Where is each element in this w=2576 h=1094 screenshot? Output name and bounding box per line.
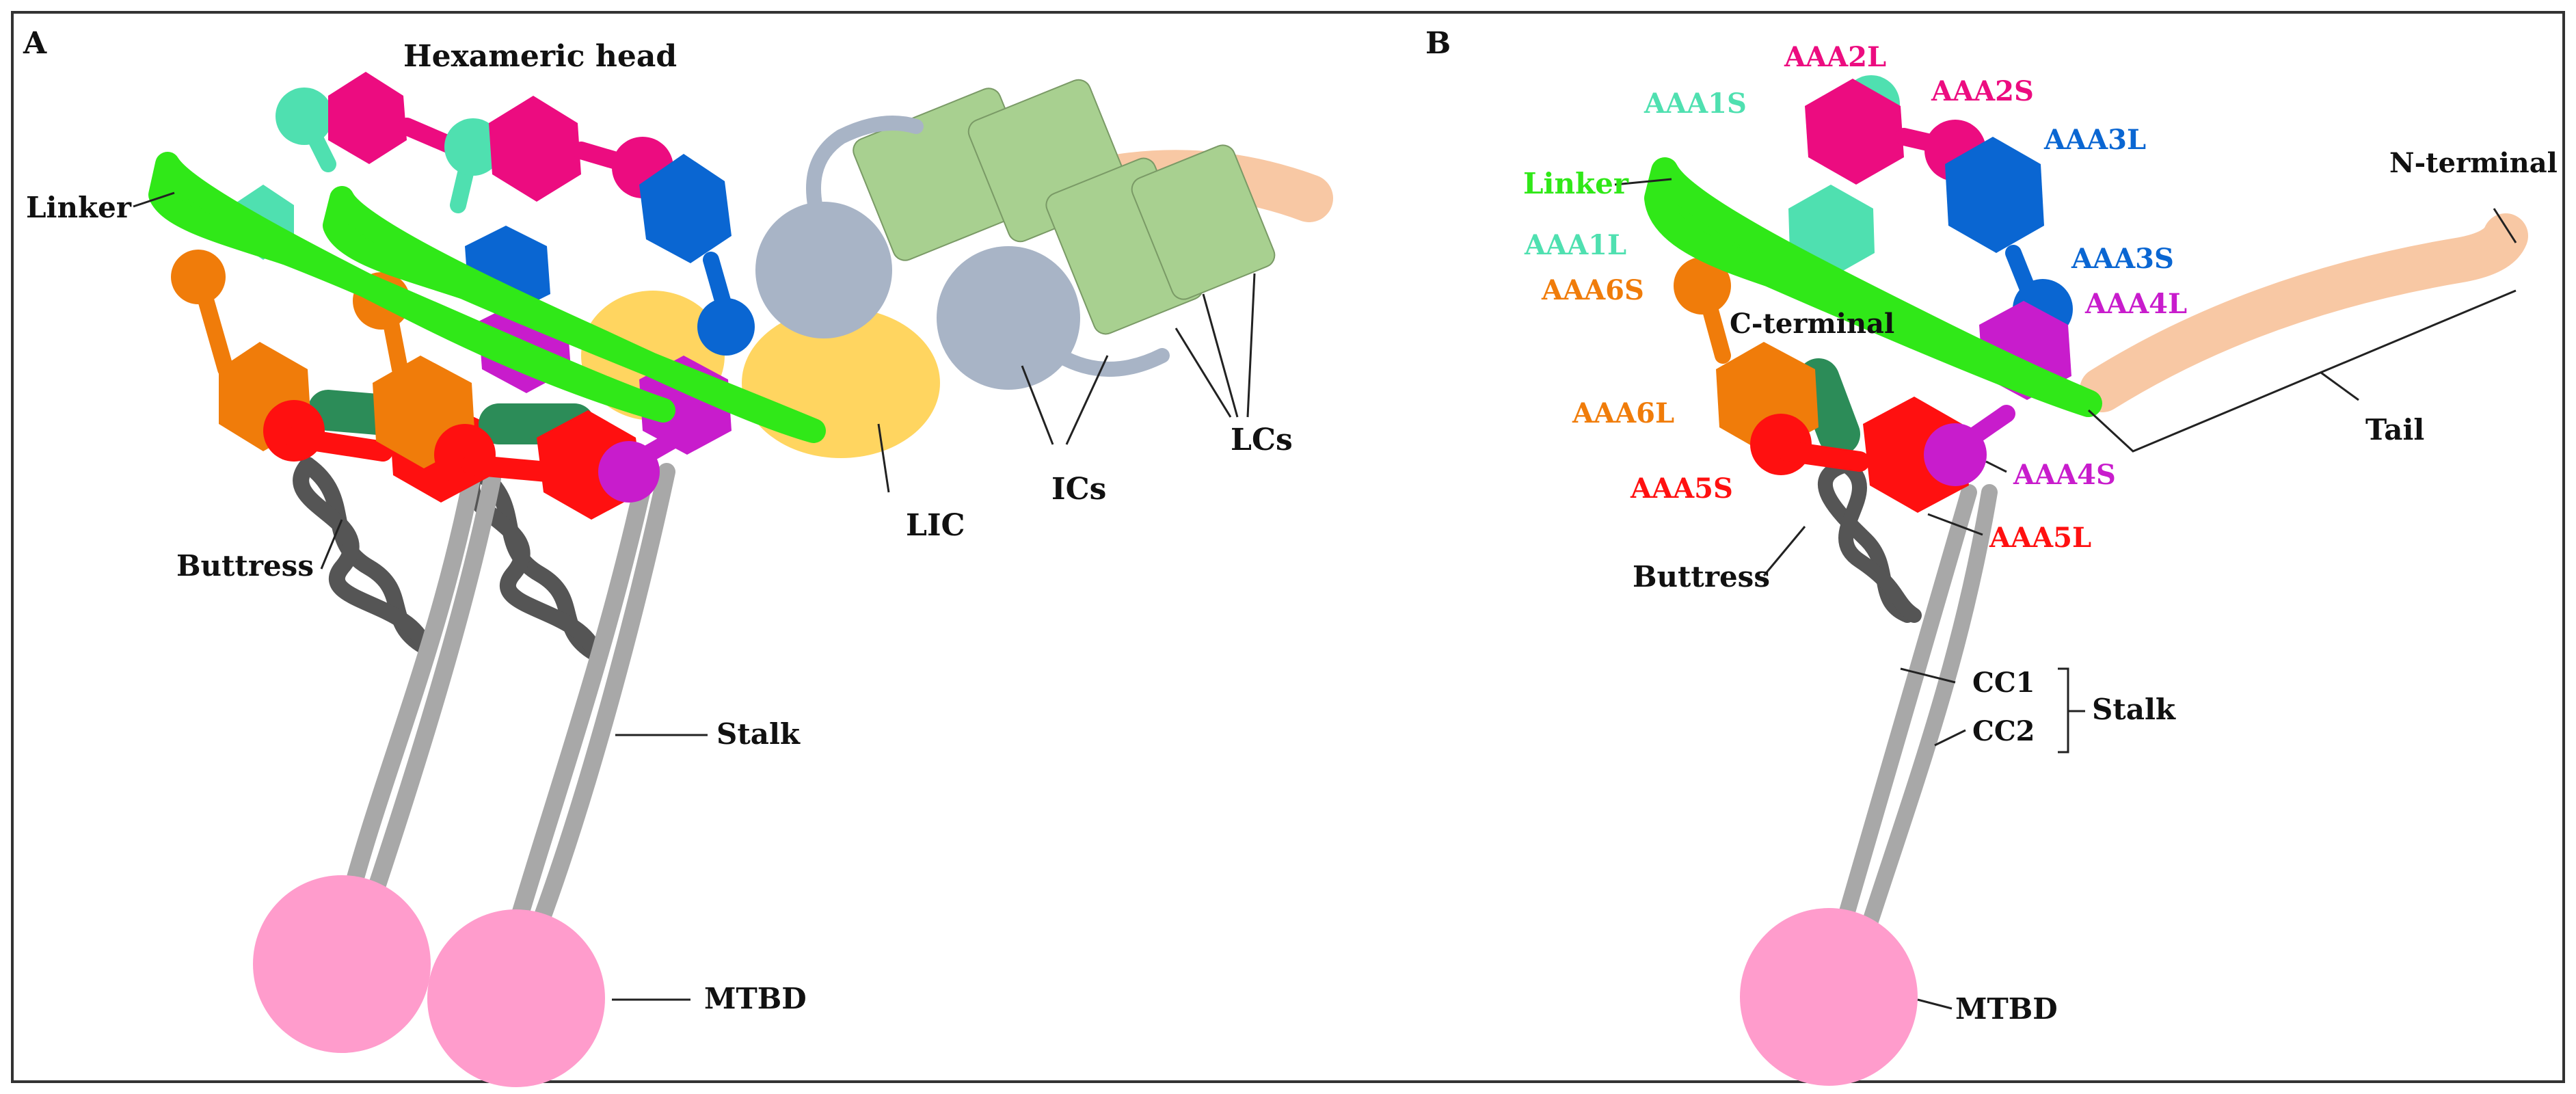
linker-b [1644, 157, 2102, 417]
leader-cc2 [1934, 729, 1966, 747]
label-aaa3l: AAA3L [2043, 124, 2146, 156]
ic-a [937, 246, 1080, 390]
label-aaa1s: AAA1S [1643, 88, 1747, 120]
label-buttress-b: Buttress [1633, 560, 1770, 593]
label-buttress-a: Buttress [176, 549, 314, 583]
label-lcs: LCs [1231, 423, 1293, 457]
head-b [1674, 75, 2073, 513]
tail-bracket [2087, 289, 2517, 453]
label-aaa1l: AAA1L [1524, 229, 1626, 261]
label-n-terminal: N-terminal [2389, 147, 2558, 179]
ic-a [755, 202, 892, 338]
label-stalk-a: Stalk [716, 717, 801, 751]
leader-ics-a [1065, 355, 1109, 445]
leader-n-terminal [2493, 208, 2517, 243]
label-aaa4s: AAA4S [2013, 459, 2116, 491]
leader-lcs-a [1202, 293, 1239, 418]
linker-a [323, 186, 826, 443]
label-cc2: CC2 [1972, 715, 2035, 747]
mtbd-a [427, 909, 605, 1087]
label-aaa5s: AAA5S [1630, 472, 1733, 505]
leader-linker-b [1614, 178, 1672, 186]
label-linker-a: Linker [26, 191, 132, 224]
panel-a-letter: A [23, 26, 47, 61]
label-lic: LIC [906, 508, 965, 543]
light-chains-a [853, 79, 1276, 335]
leader-aaa4s [1985, 460, 2007, 473]
leader-lcs-a [1175, 328, 1232, 418]
mtbd-b [1740, 908, 1918, 1086]
panel-b-letter: B [1425, 26, 1451, 61]
linker-a [148, 152, 675, 423]
ic-tether [806, 116, 924, 233]
label-stalk-b: Stalk [2092, 693, 2176, 726]
label-aaa6s: AAA6S [1541, 274, 1644, 306]
label-cc1: CC1 [1972, 667, 2035, 699]
stalks-a [340, 463, 675, 932]
leader-lic-a [877, 423, 890, 493]
leader-aaa5l [1927, 513, 1983, 536]
leader-mtbd-b [1917, 998, 1953, 1010]
leader-buttress-b [1762, 526, 1806, 576]
label-hexameric-head: Hexameric head [403, 39, 677, 74]
leader-ics-a [1021, 365, 1054, 445]
label-linker-b: Linker [1523, 167, 1629, 200]
leader-tail [2320, 371, 2359, 401]
buttress-b [1818, 457, 1922, 623]
ic-tether [1052, 348, 1170, 377]
label-c-terminal: C-terminal [1730, 308, 1894, 340]
stalk-b [1838, 484, 1998, 931]
leader-cc1 [1900, 667, 1956, 684]
label-ics: ICs [1051, 472, 1106, 507]
lc-block [1131, 144, 1276, 300]
label-aaa4l: AAA4L [2084, 288, 2187, 320]
leader-buttress-a [320, 519, 343, 570]
tail-b [2080, 213, 2528, 412]
leader-linker-a [133, 191, 175, 208]
label-aaa2l: AAA2L [1784, 41, 1886, 73]
label-aaa5l: AAA5L [1989, 522, 2091, 554]
stalk-bracket [2058, 667, 2085, 753]
mtbd-a [253, 875, 431, 1053]
label-tail: Tail [2365, 413, 2424, 446]
label-mtbd-a: MTBD [704, 982, 807, 1015]
label-mtbd-b: MTBD [1955, 992, 2058, 1026]
leader-lcs-a [1246, 273, 1256, 418]
label-aaa3s: AAA3S [2071, 243, 2174, 275]
panel-a: A [23, 26, 1333, 1087]
label-aaa2s: AAA2S [1931, 75, 2034, 107]
label-aaa6l: AAA6L [1572, 397, 1674, 429]
panel-b: B [1425, 26, 2558, 1086]
